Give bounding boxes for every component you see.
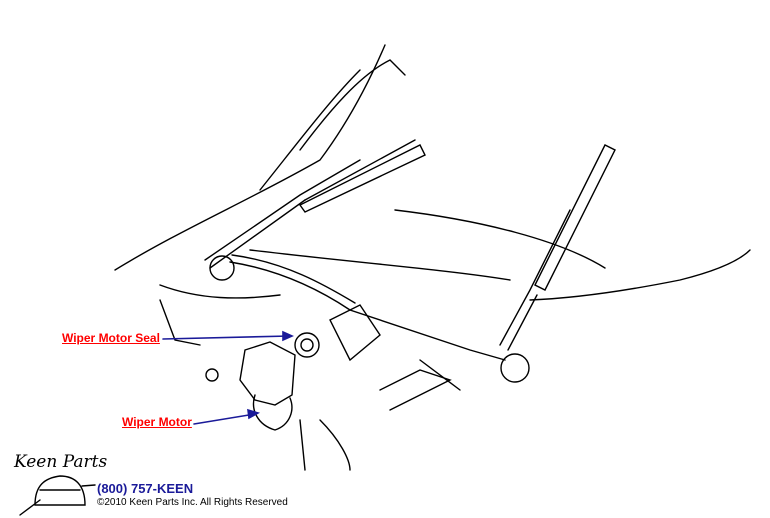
keen-parts-logo-car (19, 475, 96, 516)
callout-wiper-motor-seal[interactable]: Wiper Motor Seal (62, 331, 160, 345)
arrow-wiper-motor (193, 413, 256, 425)
keen-parts-logo: Keen Parts (14, 452, 108, 472)
phone-number: (800) 757-KEEN (97, 481, 194, 496)
arrow-wiper-motor-seal (162, 335, 291, 340)
callout-wiper-motor[interactable]: Wiper Motor (122, 415, 192, 429)
copyright: ©2010 Keen Parts Inc. All Rights Reserve… (97, 497, 288, 508)
